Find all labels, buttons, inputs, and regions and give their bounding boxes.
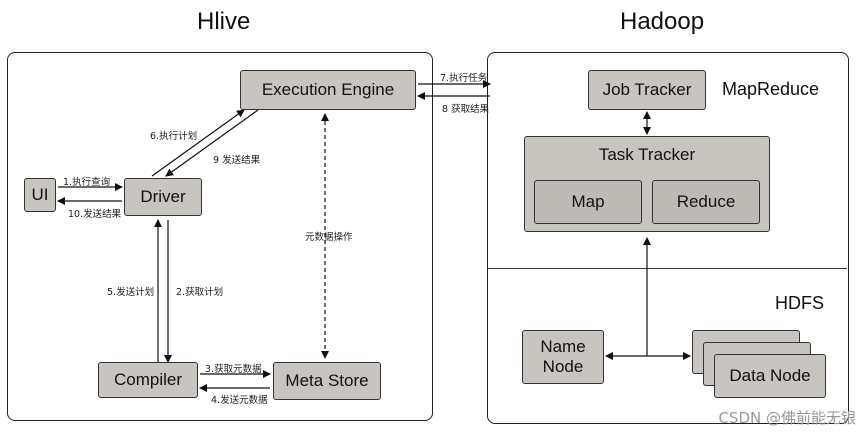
label-get-plan: 2.获取计划 xyxy=(176,287,224,298)
map-node: Map xyxy=(534,180,642,224)
execution-engine-node: Execution Engine xyxy=(240,70,416,110)
name-node: Name Node xyxy=(522,330,604,384)
label-execute-task: 7.执行任务 xyxy=(440,73,488,84)
label-send-result-9: 9 发送结果 xyxy=(213,155,261,166)
hadoop-title: Hadoop xyxy=(620,8,705,35)
arrow-send-result-9 xyxy=(165,109,259,177)
ui-node: UI xyxy=(24,178,56,212)
data-node: Data Node xyxy=(714,354,826,398)
label-get-result-8: 8 获取结果 xyxy=(442,104,490,115)
job-tracker-node: Job Tracker xyxy=(588,70,706,110)
hadoop-divider xyxy=(487,268,847,269)
label-send-plan: 5.发送计划 xyxy=(107,287,155,298)
compiler-node: Compiler xyxy=(98,362,198,398)
arrow-execute-plan xyxy=(151,109,245,177)
label-execute-plan: 6.执行计划 xyxy=(150,131,198,142)
label-get-metadata: 3.获取元数据 xyxy=(205,364,262,375)
meta-store-node: Meta Store xyxy=(273,362,381,400)
task-tracker-label: Task Tracker xyxy=(598,145,696,164)
reduce-node: Reduce xyxy=(652,180,760,224)
label-send-metadata: 4.发送元数据 xyxy=(211,395,268,406)
hdfs-label: HDFS xyxy=(775,293,824,313)
label-metadata-ops: 元数据操作 xyxy=(305,232,353,243)
label-execute-query: 1.执行查询 xyxy=(63,177,111,188)
hive-title: Hlive xyxy=(197,8,251,35)
mapreduce-label: MapReduce xyxy=(722,79,820,99)
watermark: CSDN @佛前能无银 xyxy=(718,409,856,427)
driver-node: Driver xyxy=(124,178,202,216)
hive-panel xyxy=(7,52,433,421)
label-send-result-10: 10.发送结果 xyxy=(68,209,122,220)
